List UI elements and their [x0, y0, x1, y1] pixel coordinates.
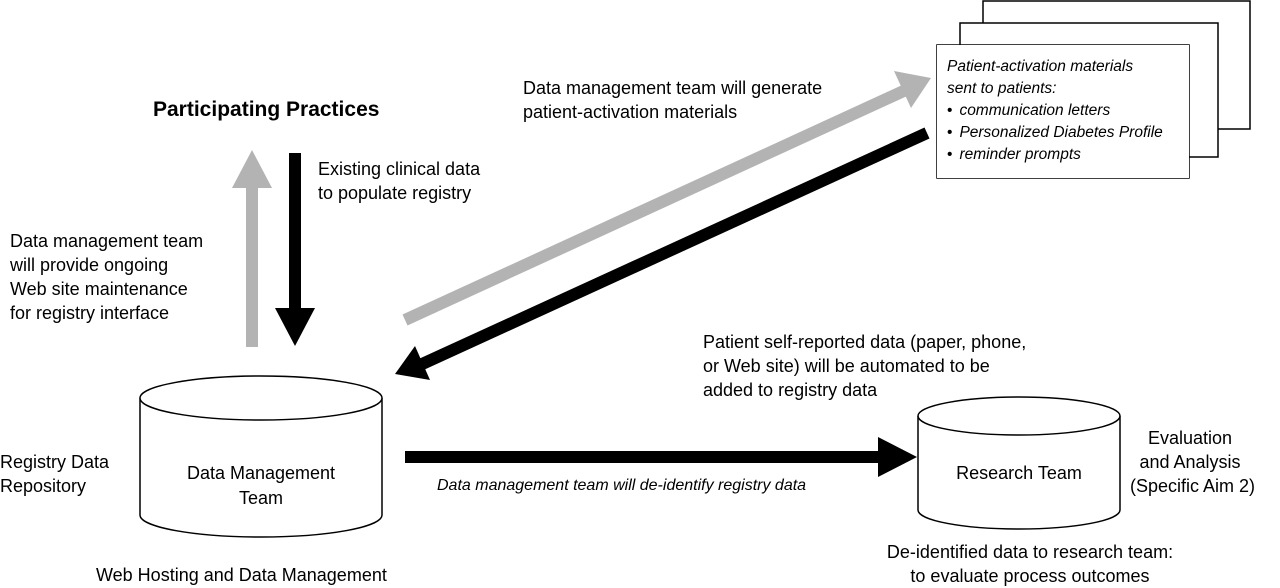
- registry-data-repository-label: Registry Data Repository: [0, 452, 110, 496]
- materials-item: Personalized Diabetes Profile: [947, 122, 1189, 144]
- generate-materials-label: Data management team will generate patie…: [523, 78, 823, 122]
- web-hosting-label: Web Hosting and Data Management: [96, 565, 387, 585]
- research-team-cylinder: [917, 396, 1121, 530]
- deidentify-label: Data management team will de-identify re…: [437, 477, 807, 494]
- self-reported-data-label: Patient self-reported data (paper, phone…: [703, 332, 1027, 400]
- web-site-maintenance-label: Data management team will provide ongoin…: [10, 231, 204, 323]
- maintenance-arrow: [232, 150, 272, 347]
- research-team-label: Research Team: [956, 463, 1082, 483]
- participating-practices-title: Participating Practices: [153, 98, 380, 121]
- clinical-data-arrow: [275, 153, 315, 346]
- evaluation-analysis-label: Evaluation and Analysis (Specific Aim 2): [1130, 428, 1256, 496]
- materials-item: reminder prompts: [947, 144, 1189, 166]
- materials-item: communication letters: [947, 100, 1189, 122]
- materials-list: communication letters Personalized Diabe…: [947, 100, 1189, 166]
- data-management-team-label: Data Management Team: [186, 463, 336, 508]
- materials-heading: Patient-activation materials sent to pat…: [947, 58, 1134, 97]
- generate-materials-arrow: [402, 71, 931, 326]
- existing-clinical-data-label: Existing clinical data to populate regis…: [318, 159, 481, 203]
- deidentify-arrow: [405, 437, 917, 477]
- patient-activation-materials: Patient-activation materials sent to pat…: [937, 45, 1189, 178]
- self-reported-arrow: [395, 127, 930, 380]
- data-management-cylinder: [139, 375, 383, 538]
- deidentified-data-label: De-identified data to research team: to …: [886, 542, 1174, 586]
